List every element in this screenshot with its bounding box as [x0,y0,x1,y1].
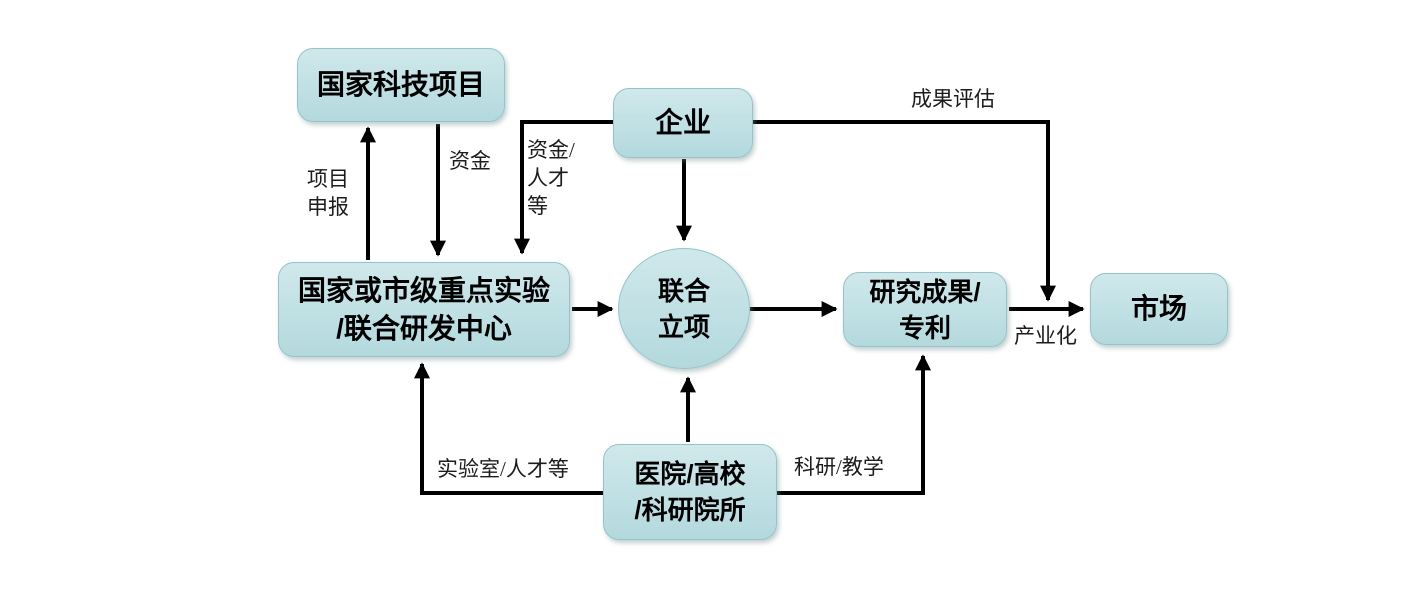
node-national-science-project: 国家科技项目 [297,48,505,122]
node-label: 医院/高校 [634,459,746,489]
node-market: 市场 [1090,273,1228,345]
edge-label-results-evaluation: 成果评估 [911,87,995,111]
edge-label-laboratory-talent: 实验室/人才等 [437,457,569,481]
edge-label-funds: 资金 [449,149,491,173]
node-label: 联合 [657,275,710,306]
node-enterprise: 企业 [613,88,753,158]
node-label: /科研院所 [634,495,746,525]
node-label: 立项 [657,311,710,342]
node-label: /联合研发中心 [336,312,512,344]
node-label: 市场 [1130,293,1187,324]
edge-label-research-teaching: 科研/教学 [794,455,884,479]
node-research-results-patents: 研究成果/ 专利 [843,272,1007,347]
node-label: 专利 [898,312,951,343]
node-key-laboratory: 国家或市级重点实验 /联合研发中心 [278,262,570,357]
node-label: 国家或市级重点实验 [297,274,550,306]
edge-label-funds-talent: 资金/ 人才 等 [527,138,575,218]
node-label: 研究成果/ [869,276,981,307]
node-hospital-university-institute: 医院/高校 /科研院所 [603,444,777,540]
edge-label-project-application: 项目 申报 [307,167,349,219]
edge-label-industrialization: 产业化 [1014,324,1077,348]
node-label: 企业 [654,107,711,138]
node-joint-project-approval: 联合 立项 [618,248,750,369]
node-label: 国家科技项目 [316,69,485,100]
